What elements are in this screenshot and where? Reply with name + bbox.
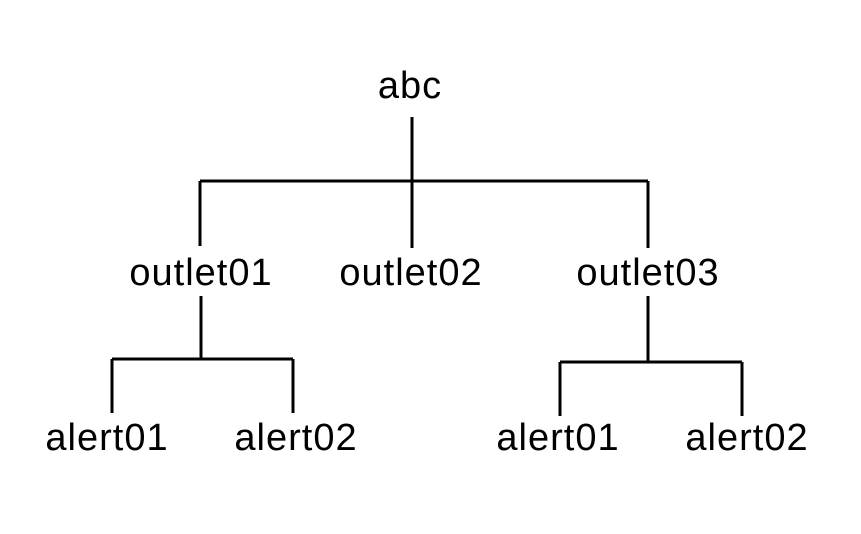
tree-node-label-outlet01: outlet01 (129, 252, 273, 294)
tree-node-label-outlet01-alert02: alert02 (234, 417, 358, 459)
tree-node-label-outlet03-alert01: alert01 (496, 417, 620, 459)
tree-node-label-outlet01-alert01: alert01 (45, 417, 169, 459)
tree-node-label-outlet02: outlet02 (339, 252, 483, 294)
tree-node-label-outlet03-alert02: alert02 (685, 417, 809, 459)
tree-node-label-root-abc: abc (377, 65, 443, 107)
tree-node-label-outlet03: outlet03 (576, 252, 720, 294)
